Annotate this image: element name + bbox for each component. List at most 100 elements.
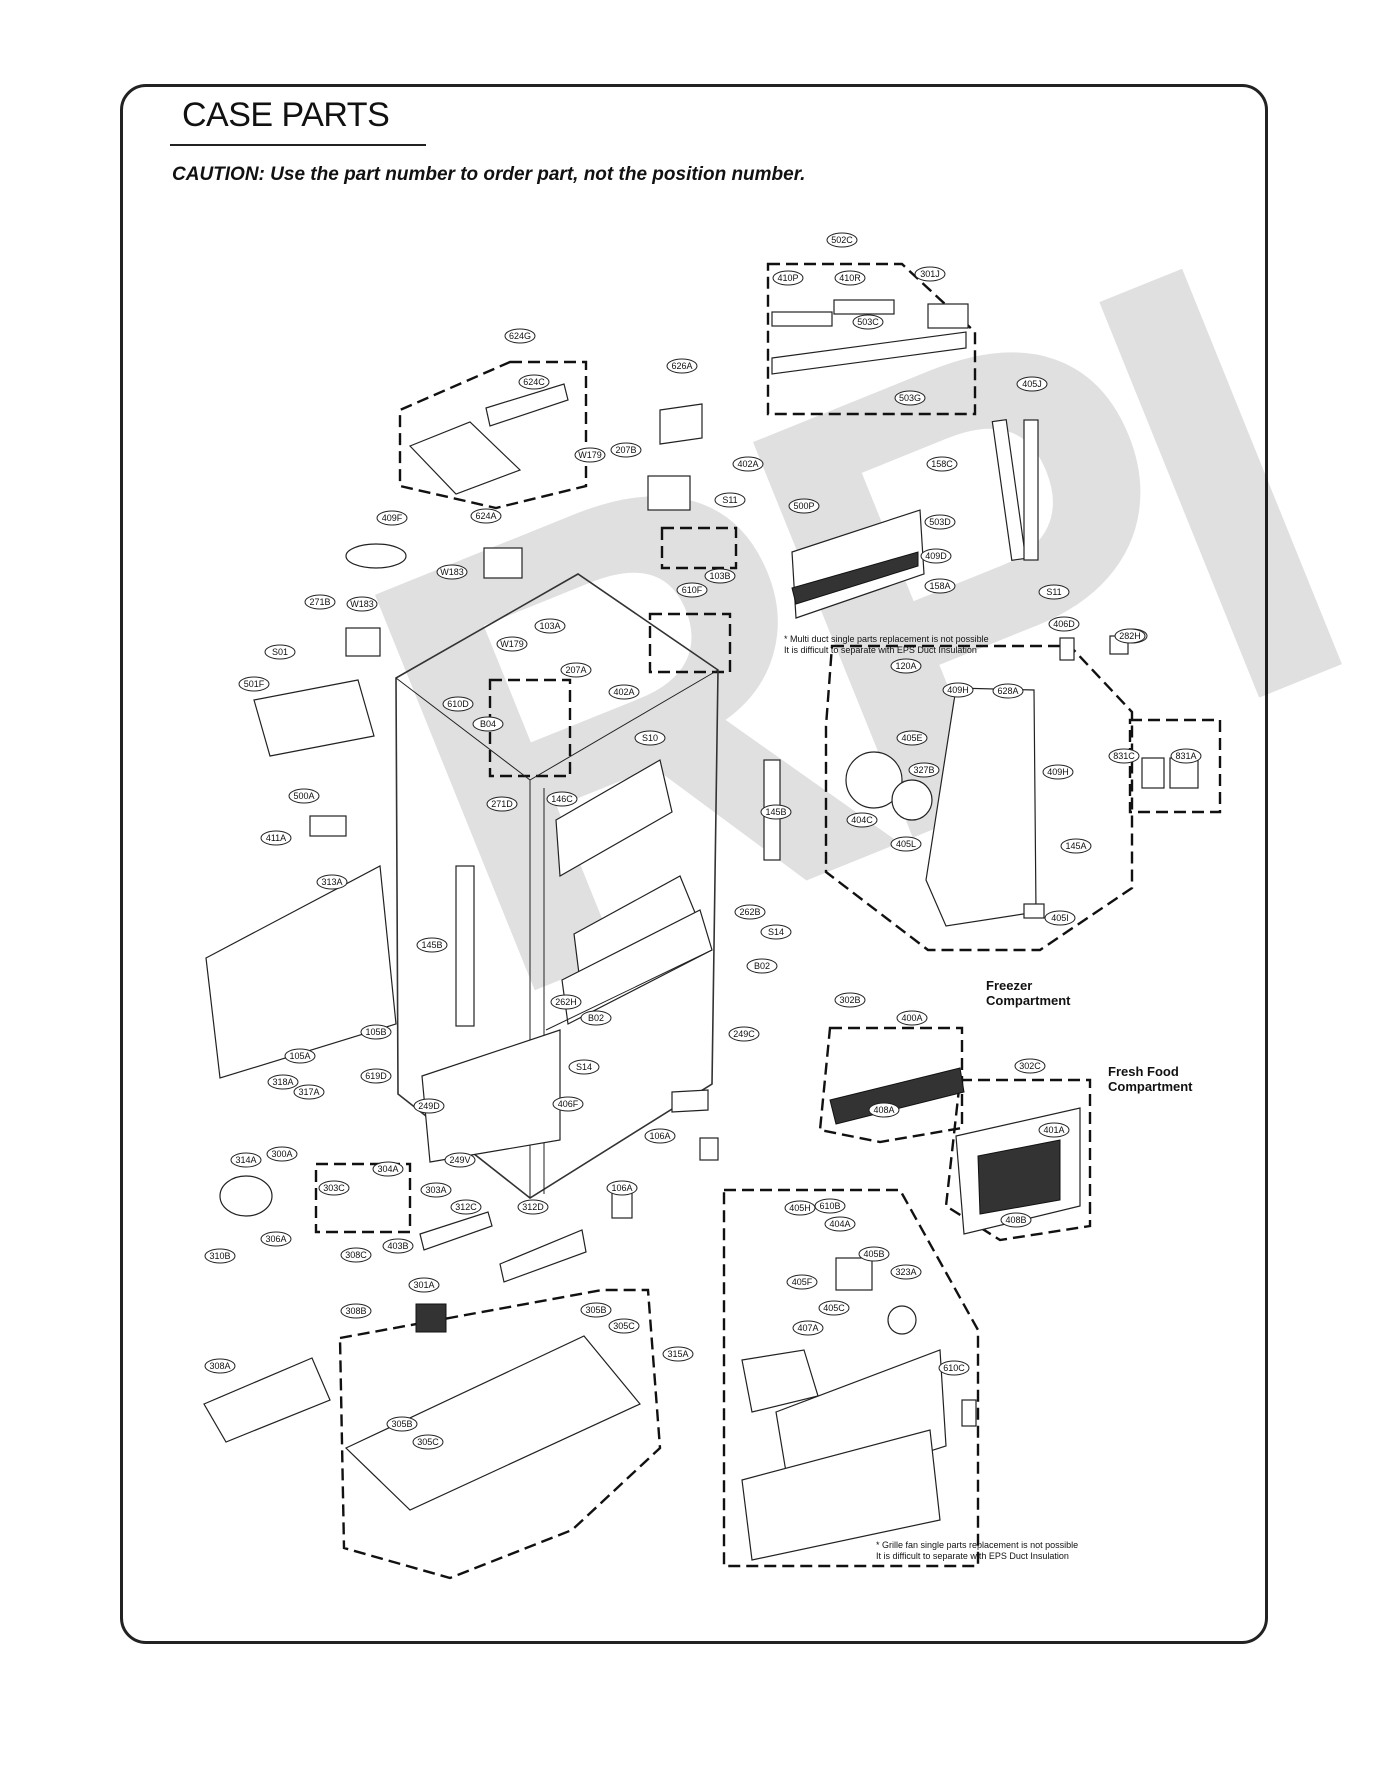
position-label-text: 145B	[765, 807, 786, 817]
position-label-text: 407A	[797, 1323, 818, 1333]
position-label: 503G	[894, 390, 926, 406]
position-label: S01	[264, 644, 296, 660]
grille-fan-note: * Grille fan single parts replacement is…	[876, 1540, 1079, 1561]
position-label: 500P	[788, 498, 820, 514]
position-label-text: 405J	[1022, 379, 1042, 389]
position-label: 327B	[908, 762, 940, 778]
position-label-text: S01	[272, 647, 288, 657]
position-label: 403B	[382, 1238, 414, 1254]
position-label: 120A	[890, 658, 922, 674]
position-label: B04	[472, 716, 504, 732]
position-label-text: B02	[588, 1013, 604, 1023]
position-label: 406F	[552, 1096, 584, 1112]
page-border	[120, 84, 1268, 1644]
position-label: 308B	[340, 1303, 372, 1319]
position-label: 305B	[386, 1416, 418, 1432]
position-label-text: 401A	[1043, 1125, 1064, 1135]
position-label-text: 106A	[611, 1183, 632, 1193]
position-label-text: 610C	[943, 1363, 965, 1373]
position-label: 207B	[610, 442, 642, 458]
position-label-text: 303C	[323, 1183, 345, 1193]
position-label: 408B	[1000, 1212, 1032, 1228]
position-label: 158C	[926, 456, 958, 472]
position-label-text: 610B	[819, 1201, 840, 1211]
position-label: 106A	[644, 1128, 676, 1144]
position-label: 318A	[267, 1074, 299, 1090]
position-label-text: 302B	[839, 995, 860, 1005]
position-label-text: 410P	[777, 273, 798, 283]
position-label-text: 305C	[613, 1321, 635, 1331]
position-label: 262B	[734, 904, 766, 920]
position-label-text: 315A	[667, 1349, 688, 1359]
position-label-text: 624A	[475, 511, 496, 521]
position-label: 610C	[938, 1360, 970, 1376]
position-label: 610D	[442, 696, 474, 712]
group-outline-duct-cover	[398, 360, 588, 510]
caution-note: CAUTION: Use the part number to order pa…	[172, 164, 806, 185]
position-label: 271B	[304, 594, 336, 610]
group-outline-610b	[722, 1188, 980, 1568]
position-label: 405H	[784, 1200, 816, 1216]
position-label-text: 628A	[997, 686, 1018, 696]
position-label-text: 308B	[345, 1306, 366, 1316]
position-label-text: 313A	[321, 877, 342, 887]
position-label-text: 410R	[839, 273, 861, 283]
position-label: 271D	[486, 796, 518, 812]
position-label-text: 305B	[391, 1419, 412, 1429]
position-label-text: 404C	[851, 815, 873, 825]
position-label-text: W179	[500, 639, 524, 649]
position-label: 103B	[704, 568, 736, 584]
position-label-text: 610D	[447, 699, 469, 709]
group-outline-831	[1128, 718, 1222, 814]
position-label: 411A	[260, 830, 292, 846]
position-label: W179	[496, 636, 528, 652]
position-label: 831A	[1170, 748, 1202, 764]
position-label-text: 207B	[615, 445, 636, 455]
position-label-text: 271D	[491, 799, 513, 809]
cabinet	[395, 573, 719, 1199]
position-label-text: 831C	[1113, 751, 1135, 761]
position-label: S11	[714, 492, 746, 508]
position-label-text: 317A	[298, 1087, 319, 1097]
position-label: 103A	[534, 618, 566, 634]
position-label: 409D	[920, 548, 952, 564]
title-underline	[170, 144, 426, 146]
position-label-text: 158C	[931, 459, 953, 469]
position-label: 402A	[732, 456, 764, 472]
position-label: 405L	[890, 836, 922, 852]
position-label: S14	[760, 924, 792, 940]
position-label: 405E	[896, 730, 928, 746]
position-label-text: 103A	[539, 621, 560, 631]
position-label: 145B	[760, 804, 792, 820]
position-label-text: 409H	[947, 685, 969, 695]
page-title: CASE PARTS	[182, 96, 390, 134]
group-outline-302c	[944, 1078, 1092, 1242]
position-label: 610F	[676, 582, 708, 598]
position-label-text: 249D	[418, 1101, 440, 1111]
position-label: 305C	[608, 1318, 640, 1334]
group-outline-evap-cover	[824, 644, 1134, 952]
position-label: 503C	[852, 314, 884, 330]
position-label-text: 301A	[413, 1280, 434, 1290]
position-label-text: 610F	[682, 585, 703, 595]
position-label: 308C	[340, 1247, 372, 1263]
position-label: W183	[346, 596, 378, 612]
position-label: 282H	[1114, 628, 1146, 644]
position-label-text: 301J	[920, 269, 940, 279]
position-label-text: 282H	[1119, 631, 1141, 641]
position-label: 317A	[293, 1084, 325, 1100]
position-label-text: 405F	[792, 1277, 813, 1287]
position-label-text: 145A	[1065, 841, 1086, 851]
position-label-text: 411A	[266, 833, 286, 843]
position-label: S14	[568, 1059, 600, 1075]
position-label-text: 404A	[829, 1219, 850, 1229]
position-label: 409H	[1042, 764, 1074, 780]
position-label: W183	[436, 564, 468, 580]
position-label: 313A	[316, 874, 348, 890]
position-label: 405B	[858, 1246, 890, 1262]
position-label: 404A	[824, 1216, 856, 1232]
position-label-text: 406F	[558, 1099, 579, 1109]
position-label: 406D	[1048, 616, 1080, 632]
group-outline-315a	[338, 1288, 662, 1580]
